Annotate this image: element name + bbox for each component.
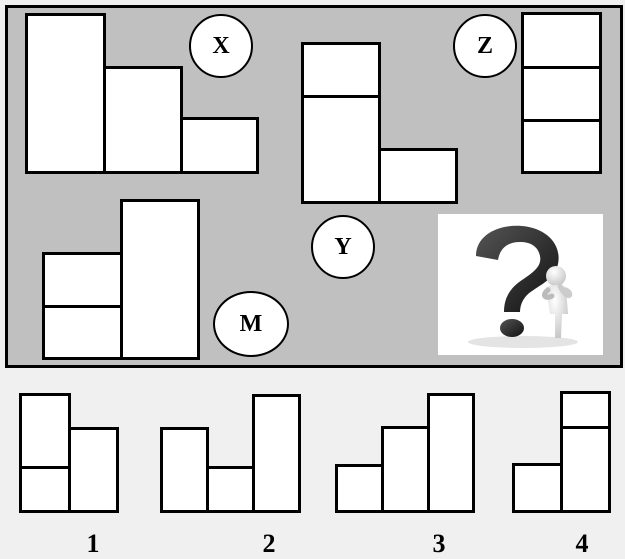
figure-m-left-bottom-block [42, 305, 123, 360]
option-4-left-block [512, 463, 563, 513]
option-3-short-block [335, 464, 384, 513]
figure-m-left-top-block [42, 252, 123, 308]
option-2-label[interactable]: 2 [262, 529, 276, 558]
option-2-left-block [160, 427, 209, 513]
question-mark-figure-icon [438, 214, 603, 355]
option-1-right-block [68, 427, 119, 513]
figure-x-short-block [180, 117, 259, 174]
option-1-label[interactable]: 1 [86, 529, 100, 558]
option-2-middle-block [206, 466, 255, 513]
figure-y-top-block [301, 42, 381, 98]
option-3-tall-block [427, 393, 475, 513]
option-4-top-block [560, 391, 611, 429]
question-mark-svg [468, 225, 578, 348]
label-x: X [189, 14, 253, 78]
figure-y-side-block [378, 148, 458, 204]
figure-x-tall-block [25, 13, 106, 174]
option-4-label[interactable]: 4 [575, 529, 589, 558]
option-1-left-top-block [19, 393, 71, 469]
figure-z-middle-block [521, 66, 602, 122]
figure-m-tall-block [120, 199, 200, 360]
option-4-bottom-block [560, 426, 611, 513]
figure-z-bottom-block [521, 119, 602, 174]
label-y: Y [311, 215, 375, 279]
figure-z-top-block [521, 12, 602, 69]
option-3-middle-block [381, 426, 430, 513]
figure-x-middle-block [103, 66, 183, 174]
option-2-right-block [252, 394, 301, 513]
option-3-label[interactable]: 3 [432, 529, 446, 558]
option-1-left-bottom-block [19, 466, 71, 513]
figure-y-bottom-block [301, 95, 381, 204]
label-z: Z [453, 14, 517, 78]
label-m: M [213, 291, 289, 357]
